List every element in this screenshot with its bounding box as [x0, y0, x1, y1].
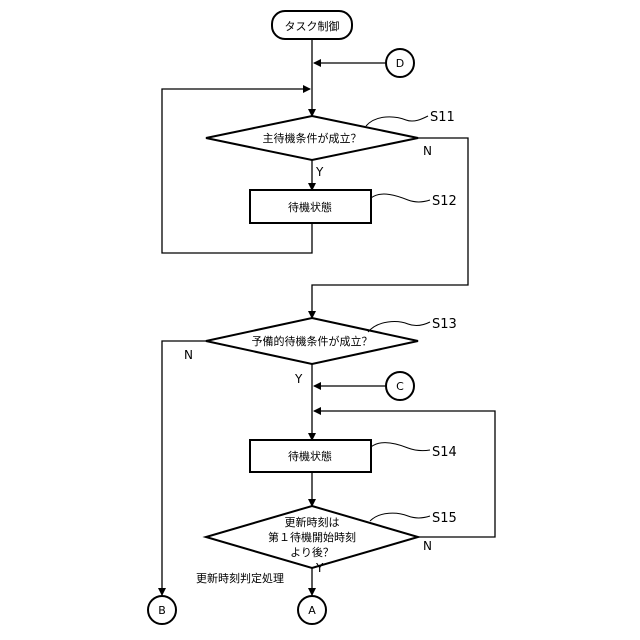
decision-s15-line1: 更新時刻は	[285, 515, 340, 529]
step-label-s14: S14	[432, 445, 457, 460]
branch-s15-yes: Y	[315, 561, 324, 575]
decision-s13-text: 予備的待機条件が成立？	[252, 334, 373, 348]
start-label: タスク制御	[285, 19, 340, 33]
process-s12-text: 待機状態	[288, 200, 332, 214]
branch-s15-no: N	[423, 539, 432, 553]
branch-s11-yes: Y	[315, 165, 324, 179]
decision-s11-text: 主待機条件が成立？	[263, 131, 362, 145]
flow-line	[162, 341, 206, 595]
leader-s11	[366, 116, 428, 126]
connector-d-label: D	[396, 57, 404, 70]
connector-a-label: A	[308, 604, 316, 617]
leader-s15	[370, 513, 430, 521]
process-s14-text: 待機状態	[288, 449, 332, 463]
decision-s15-line3: より後？	[290, 545, 334, 559]
decision-s15-line2: 第１待機開始時刻	[268, 530, 356, 544]
connector-c-label: C	[396, 380, 404, 393]
step-label-s11: S11	[430, 110, 455, 125]
caption: 更新時刻判定処理	[196, 571, 284, 585]
branch-s13-yes: Y	[294, 372, 303, 386]
step-label-s15: S15	[432, 511, 457, 526]
flow-line	[312, 138, 468, 318]
leader-s14	[371, 443, 430, 451]
step-label-s13: S13	[432, 317, 457, 332]
branch-s13-no: N	[184, 348, 193, 362]
connector-b-label: B	[158, 604, 166, 617]
loop-line	[162, 89, 312, 253]
step-label-s12: S12	[432, 194, 457, 209]
branch-s11-no: N	[423, 144, 432, 158]
leader-s12	[371, 194, 430, 202]
leader-s13	[368, 322, 430, 332]
